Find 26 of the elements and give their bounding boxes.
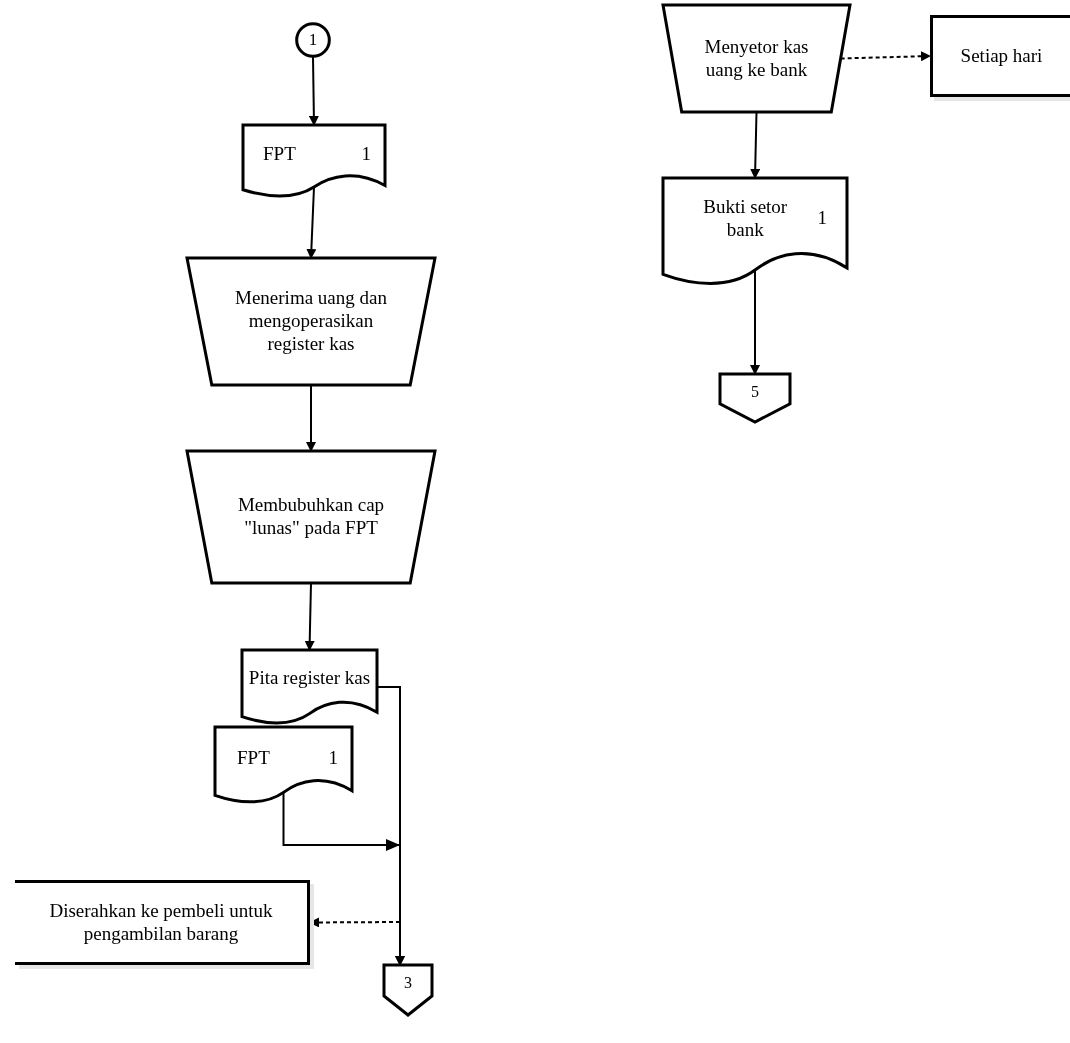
manual-operation-shape xyxy=(187,451,435,583)
document-shape xyxy=(243,125,385,197)
node-text: Bukti setor bank xyxy=(702,195,789,242)
document-shape xyxy=(663,178,847,285)
node-text: Menerima uang dan mengoperasikan register kas xyxy=(234,287,388,356)
node-text: 1 xyxy=(308,29,318,51)
node-text: Diserahkan ke pembeli untuk pengambilan barang xyxy=(48,899,274,946)
node-text: Pita register kas xyxy=(248,666,371,690)
arrow xyxy=(308,56,319,126)
node-text: Setiap hari xyxy=(960,44,1043,68)
off-page-connector xyxy=(720,374,790,422)
node-text: Membubuhkan cap "lunas" pada FPT xyxy=(236,494,386,540)
node-text: FPT xyxy=(237,746,270,770)
node-text: Menyetor kas uang ke bank xyxy=(703,35,810,82)
document-shape xyxy=(215,727,352,803)
connector-circle xyxy=(296,23,330,57)
manual-operation-shape xyxy=(663,5,850,112)
node-text: 3 xyxy=(404,973,412,993)
off-page-connector xyxy=(384,965,432,1015)
manual-operation-shape xyxy=(187,258,435,385)
node-text: FPT xyxy=(263,142,296,166)
node-text: 5 xyxy=(751,382,759,402)
node-text: 1 xyxy=(817,207,827,230)
node-text: 1 xyxy=(328,746,338,770)
document-shape xyxy=(242,650,377,724)
node-text: 1 xyxy=(361,142,371,166)
